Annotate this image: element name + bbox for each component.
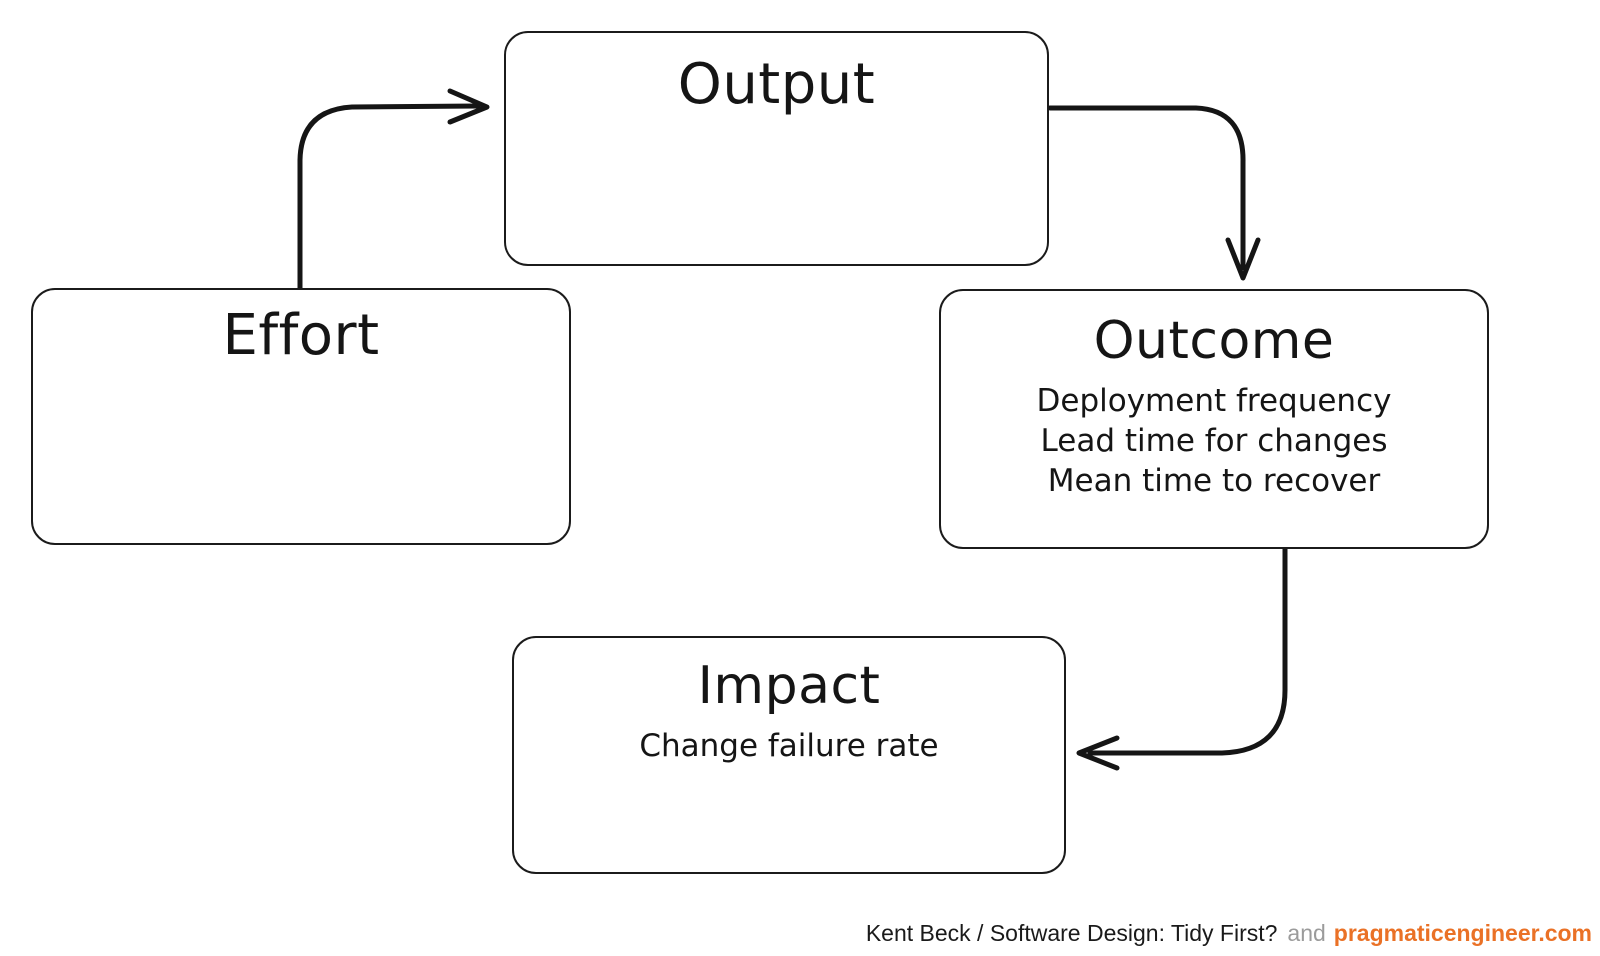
node-outcome-metric: Deployment frequency bbox=[1036, 383, 1392, 419]
node-impact-metrics: Change failure rate bbox=[639, 726, 938, 766]
node-impact[interactable]: Impact Change failure rate bbox=[512, 636, 1066, 874]
node-effort-title: Effort bbox=[222, 303, 380, 368]
node-effort[interactable]: Effort bbox=[31, 288, 571, 545]
node-output[interactable]: Output bbox=[504, 31, 1049, 266]
node-outcome-metric: Mean time to recover bbox=[1047, 463, 1381, 499]
credit-website[interactable]: pragmaticengineer.com bbox=[1333, 920, 1592, 946]
node-outcome-metric: Lead time for changes bbox=[1040, 423, 1388, 459]
node-outcome-title: Outcome bbox=[1093, 311, 1335, 371]
credit-source: Kent Beck / Software Design: Tidy First? bbox=[865, 920, 1278, 946]
arrow-outcome-to-impact bbox=[1076, 546, 1288, 771]
credit-conjunction: and bbox=[1287, 920, 1326, 946]
node-impact-title: Impact bbox=[697, 656, 881, 716]
node-output-title: Output bbox=[677, 52, 876, 117]
footer-credit: Kent Beck / Software Design: Tidy First?… bbox=[0, 918, 1600, 948]
arrow-output-to-outcome bbox=[1047, 105, 1261, 281]
node-impact-metric: Change failure rate bbox=[639, 728, 939, 764]
arrow-effort-to-output bbox=[297, 88, 490, 291]
node-outcome-metrics: Deployment frequency Lead time for chang… bbox=[1037, 381, 1392, 501]
node-outcome[interactable]: Outcome Deployment frequency Lead time f… bbox=[939, 289, 1489, 549]
